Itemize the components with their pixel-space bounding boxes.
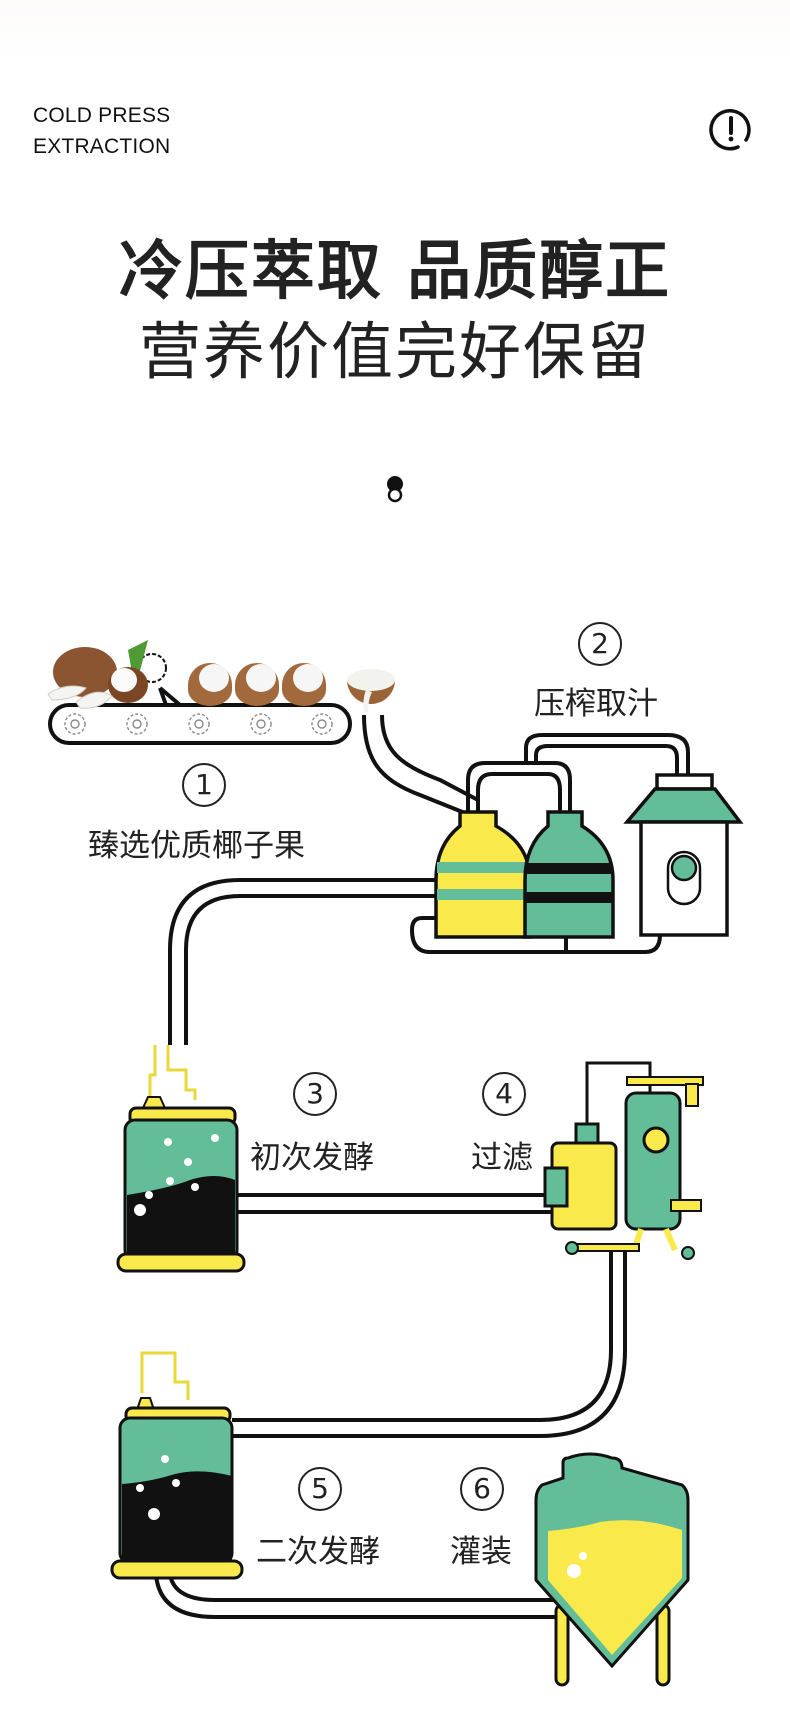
pipe-filter-to-ferment2 — [232, 1250, 613, 1422]
step-5-number: 5 — [298, 1467, 342, 1511]
filling-tank — [534, 1452, 690, 1687]
step-5-label: 二次发酵 — [256, 1534, 380, 1570]
exclamation-circle-icon[interactable] — [708, 106, 754, 152]
scroll-indicator-icon — [387, 476, 403, 503]
pipe-top-long-inner — [534, 744, 679, 775]
milk-coconut — [347, 669, 395, 712]
step-6-number: 6 — [460, 1467, 504, 1511]
fermenter-1 — [116, 1045, 246, 1273]
pipe-top-inner — [476, 772, 562, 812]
step-1-label: 臻选优质椰子果 — [88, 828, 305, 864]
pipe-ferment2-to-filling-inner — [168, 1574, 560, 1602]
step-4-number: 4 — [482, 1072, 526, 1116]
step-4-label: 过滤 — [471, 1140, 533, 1176]
pipe-coconut-to-press-inner — [380, 714, 479, 802]
press-machines — [434, 773, 744, 939]
step-2-number: 2 — [578, 622, 622, 666]
step-3-label: 初次发酵 — [250, 1140, 374, 1176]
pipe-press-to-ferment1 — [168, 878, 436, 1045]
pipe-top-outer — [466, 761, 572, 812]
step-3-number: 3 — [293, 1072, 337, 1116]
step-6-label: 灌装 — [450, 1534, 512, 1570]
yellow-bottle — [434, 810, 532, 939]
conveyor-belt — [48, 653, 352, 745]
pipe-press-to-ferment1-inner — [184, 894, 436, 1045]
extractor-cap — [655, 773, 714, 791]
headline-line1: 冷压萃取 品质醇正 — [118, 235, 672, 309]
filter-machines — [543, 1061, 704, 1260]
step-1-number: 1 — [182, 763, 226, 807]
coconuts — [47, 640, 395, 712]
fermenter-2 — [110, 1351, 244, 1580]
pipe-ferment2-to-filling — [154, 1574, 580, 1619]
press-base-loop — [409, 916, 662, 954]
extractor-roof — [623, 787, 744, 824]
pipe-top-long-outer — [524, 733, 690, 775]
pipe-coconut-to-press — [362, 714, 471, 817]
english-caption: COLD PRESS EXTRACTION — [33, 100, 170, 162]
english-caption-line2: EXTRACTION — [33, 135, 171, 158]
headline-line2: 营养价值完好保留 — [138, 315, 651, 388]
pipe-filter-to-ferment2-inner — [232, 1250, 627, 1438]
green-bottle — [523, 810, 615, 939]
english-caption-line1: COLD PRESS — [33, 104, 171, 127]
top-band — [0, 0, 790, 66]
step-2-label: 压榨取汁 — [534, 686, 658, 722]
